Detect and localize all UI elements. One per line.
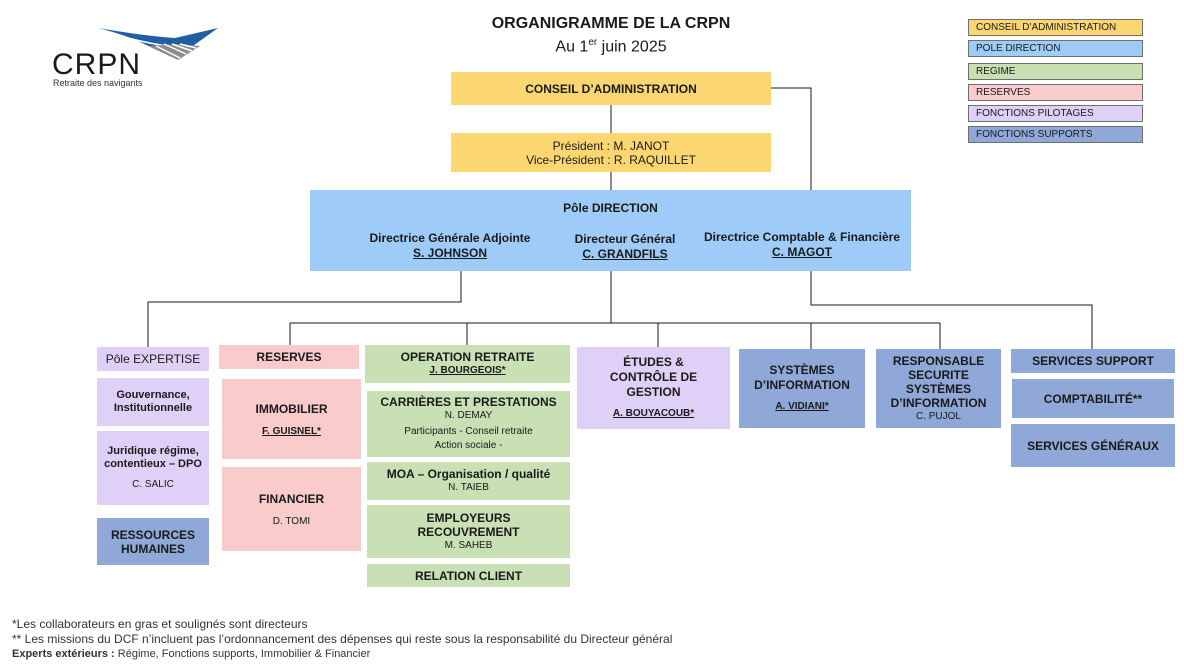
securite-person: C. PUJOL [915,410,961,422]
footnote-experts-label: Experts extérieurs : [12,648,118,660]
footnote-directors: *Les collaborateurs en gras et soulignés… [12,617,308,631]
footnote-experts: Experts extérieurs : Régime, Fonctions s… [12,648,370,660]
juridique-label: Juridique régime, contentieux – DPO [104,445,202,470]
carrieres-line1: Participants - Conseil retraite [404,426,533,437]
legend-item-reserves: RESERVES [968,84,1143,101]
rh-label: RESSOURCES HUMAINES [110,527,196,556]
board-box: CONSEIL D’ADMINISTRATION [451,72,771,105]
legend-item-regime: REGIME [968,63,1143,80]
direction-right: Directrice Comptable & Financière C. MAG… [692,230,912,260]
systemes-box: SYSTÈMES D’INFORMATION A. VIDIANI* [739,349,865,428]
etudes-box: ÉTUDES & CONTRÔLE DE GESTION A. BOUYACOU… [577,347,730,429]
page-date: Au 1er juin 2025 [411,37,811,56]
financier-person: D. TOMI [272,515,311,527]
logo-text: CRPN [52,48,142,81]
dcf-name: C. MAGOT [772,245,832,259]
date-suffix: juin 2025 [597,38,667,56]
footnote-experts-list: Régime, Fonctions supports, Immobilier &… [117,648,371,660]
carrieres-label: CARRIÈRES ET PRESTATIONS [380,395,557,409]
systemes-label: SYSTÈMES D’INFORMATION [754,363,850,392]
employeurs-box: EMPLOYEURS RECOUVREMENT M. SAHEB [367,505,570,558]
financier-box: FINANCIER D. TOMI [222,467,361,551]
juridique-person: C. SALIC [132,479,174,490]
etudes-label: ÉTUDES & CONTRÔLE DE GESTION [609,355,698,399]
board-president: Président : M. JANOT [552,138,670,153]
immobilier-label: IMMOBILIER [255,401,328,416]
gouvernance-box: Gouvernance, Institutionnelle [97,378,209,426]
gouvernance-label: Gouvernance, Institutionnelle [113,389,193,414]
carrieres-box: CARRIÈRES ET PRESTATIONS N. DEMAY Partic… [367,391,570,457]
immobilier-box: IMMOBILIER F. GUISNEL* [222,379,361,459]
relation-client-label: RELATION CLIENT [414,568,523,583]
operation-retraite-box: OPERATION RETRAITE J. BOURGEOIS* [365,345,570,383]
operation-retraite-person: J. BOURGEOIS* [429,365,506,376]
rh-box: RESSOURCES HUMAINES [97,518,209,565]
services-generaux-box: SERVICES GÉNÉRAUX [1011,424,1175,467]
comptabilite-box: COMPTABILITÉ** [1012,379,1174,418]
moa-person: N. TAIEB [448,482,489,493]
dga-role: Directrice Générale Adjointe [369,231,531,245]
securite-label: RESPONSABLE SECURITE SYSTÈMES D’INFORMAT… [890,353,987,410]
systemes-person: A. VIDIANI* [775,401,829,412]
etudes-person: A. BOUYACOUB* [612,408,695,419]
services-generaux-label: SERVICES GÉNÉRAUX [1027,438,1159,453]
legend-item-conseil: CONSEIL D'ADMINISTRATION [968,19,1143,36]
legend-item-pole-direction: POLE DIRECTION [968,40,1143,57]
comptabilite-label: COMPTABILITÉ** [1043,391,1143,406]
legend-item-fonctions-supports: FONCTIONS SUPPORTS [968,126,1143,143]
board-officers-box: Président : M. JANOT Vice-Président : R.… [451,133,771,172]
operation-retraite-label: OPERATION RETRAITE [400,350,535,364]
juridique-box: Juridique régime, contentieux – DPO C. S… [97,431,209,505]
board-title: CONSEIL D’ADMINISTRATION [525,81,697,96]
securite-box: RESPONSABLE SECURITE SYSTÈMES D’INFORMAT… [876,349,1001,428]
services-support-box: SERVICES SUPPORT [1011,349,1175,373]
moa-box: MOA – Organisation / qualité N. TAIEB [367,462,570,500]
expertise-title: Pôle EXPERTISE [105,352,201,366]
dg-name: C. GRANDFILS [582,247,668,261]
footnote-dcf: ** Les missions du DCF n’incluent pas l’… [12,632,673,646]
wing-logo-icon [98,28,218,60]
dg-role: Directeur Général [574,232,676,246]
employeurs-person: M. SAHEB [444,539,493,551]
expertise-header: Pôle EXPERTISE [97,347,209,371]
board-vice-president: Vice-Président : R. RAQUILLET [526,152,696,167]
carrieres-person: N. DEMAY [444,410,493,421]
direction-left: Directrice Générale Adjointe S. JOHNSON [350,231,550,261]
dga-name: S. JOHNSON [412,246,487,260]
dcf-role: Directrice Comptable & Financière [703,230,901,244]
moa-label: MOA – Organisation / qualité [386,467,551,481]
direction-box: Pôle DIRECTION Directrice Générale Adjoi… [310,190,911,271]
reserves-header: RESERVES [219,345,359,369]
legend-item-fonctions-pilotages: FONCTIONS PILOTAGES [968,105,1143,122]
reserves-title: RESERVES [256,350,322,364]
direction-title: Pôle DIRECTION [563,201,658,215]
direction-center: Directeur Général C. GRANDFILS [535,232,715,262]
services-support-label: SERVICES SUPPORT [1032,354,1154,368]
logo-tagline: Retraite des navigants [53,78,143,88]
employeurs-label: EMPLOYEURS RECOUVREMENT [417,510,520,539]
date-sup: er [588,37,598,48]
crpn-logo: CRPN Retraite des navigants [50,24,225,90]
relation-client-box: RELATION CLIENT [367,564,570,587]
carrieres-line2: Action sociale - [434,440,503,451]
page-title: ORGANIGRAMME DE LA CRPN [491,15,731,32]
date-prefix: Au 1 [555,38,589,56]
financier-label: FINANCIER [258,491,325,506]
immobilier-person: F. GUISNEL* [262,425,321,437]
